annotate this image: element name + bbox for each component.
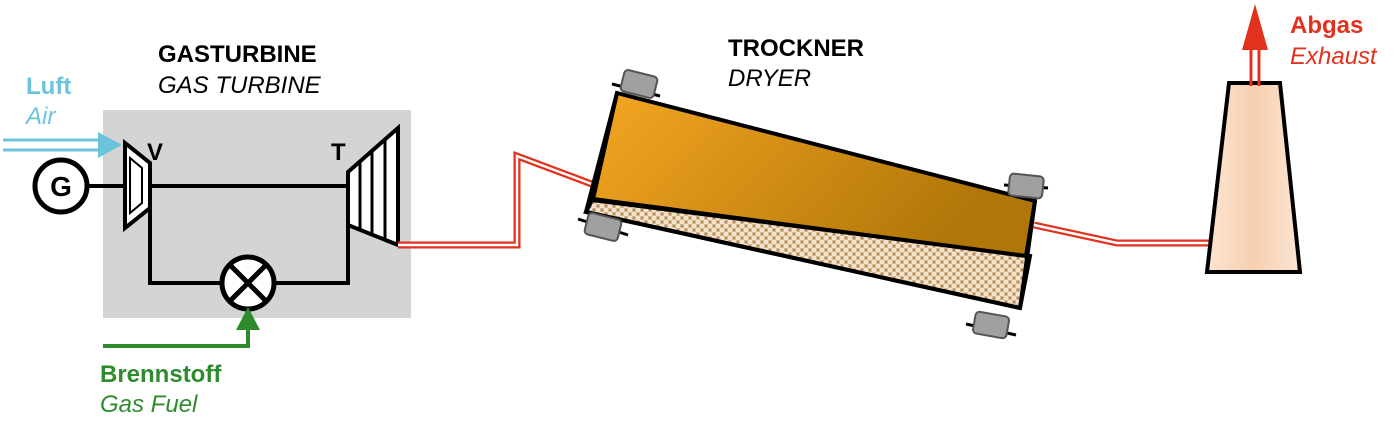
exhaust-stack (1204, 81, 1303, 274)
gas-turbine-title-en: GAS TURBINE (158, 72, 322, 99)
exhaust-duct-to-dryer (398, 150, 599, 249)
exhaust-label-de: Abgas (1290, 12, 1363, 39)
dryer-title-en: DRYER (728, 65, 811, 92)
exhaust-label-en: Exhaust (1290, 43, 1378, 70)
dryer-roller-top-right (1003, 172, 1049, 200)
air-label-de: Luft (26, 73, 71, 100)
dryer (577, 69, 1049, 340)
dryer-roller-top-left (611, 69, 661, 99)
exhaust-duct-to-stack (1033, 221, 1210, 247)
fuel-label-en: Gas Fuel (100, 391, 198, 418)
exhaust-outlet-arrow (1242, 4, 1268, 86)
generator: G (32, 157, 125, 215)
fuel-supply-arrow (103, 307, 260, 348)
air-inlet-arrow (3, 132, 122, 158)
generator-label: G (50, 171, 72, 202)
combustor-piping (148, 208, 350, 285)
gas-turbine-title-de: GASTURBINE (158, 41, 317, 68)
turbine-label: T (331, 139, 346, 166)
dryer-roller-bottom-left (577, 212, 629, 242)
air-label-en: Air (24, 103, 56, 130)
dryer-roller-bottom-right (965, 310, 1017, 340)
combustion-chamber-icon (219, 254, 277, 312)
dryer-title-de: TROCKNER (728, 35, 864, 62)
compressor-label: V (147, 139, 163, 166)
fuel-label-de: Brennstoff (100, 361, 222, 388)
